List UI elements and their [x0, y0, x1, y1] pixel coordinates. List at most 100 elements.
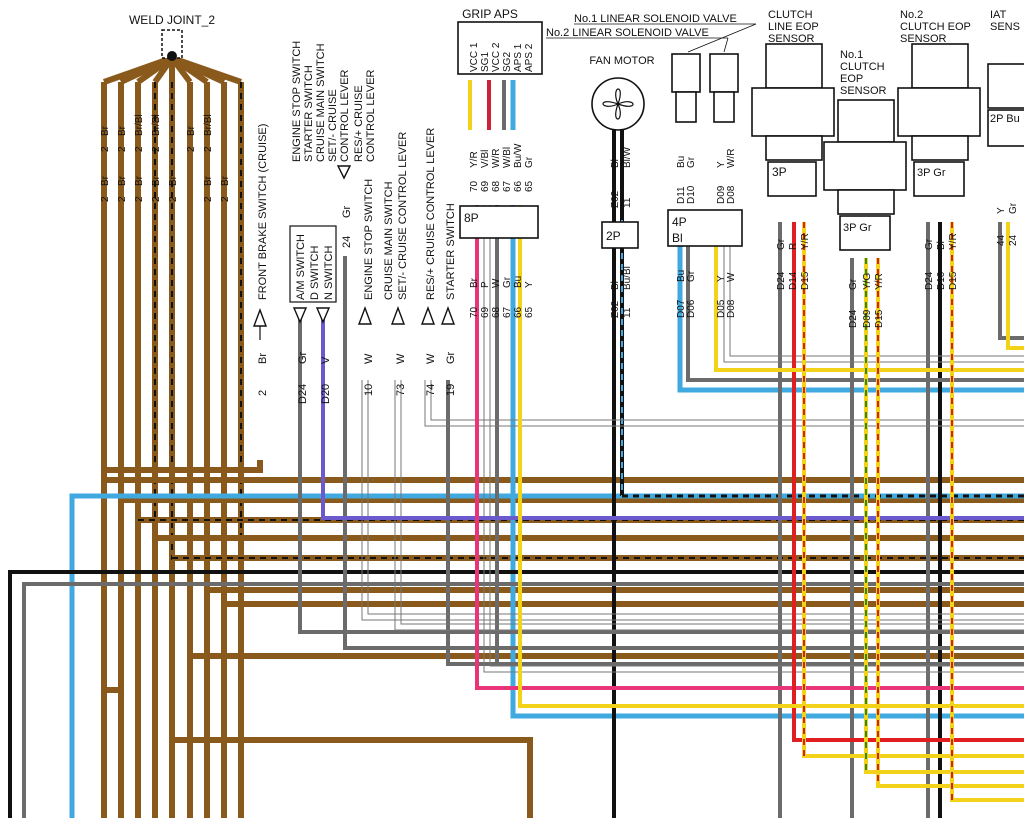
no1-num: D15: [874, 309, 885, 328]
no1-num: D24: [848, 309, 859, 328]
fan-lower-num: Z02: [610, 300, 621, 318]
grip-aps-lower-color: W: [491, 278, 502, 288]
engine-stop-label: ENGINE STOP SWITCH: [363, 179, 375, 300]
grip-aps-upper-num: 67: [502, 180, 513, 192]
am-switch-line-3: N SWITCH: [323, 246, 335, 300]
weld-lower-color: Br: [117, 175, 128, 186]
clutch-line-flange: [751, 87, 835, 137]
am-num-1: D24: [297, 384, 309, 404]
solenoid1-plug: [675, 91, 697, 123]
fan-upper-color: Bl/W: [622, 146, 633, 168]
iat-color: Y: [996, 207, 1007, 214]
iat-connector: 2P Bu: [990, 113, 1020, 125]
front-brake-switch: FRONT BRAKE SWITCH (CRUISE) Br 2: [252, 124, 269, 396]
fan-upper-num: Z02: [610, 190, 621, 208]
fan-motor-title: FAN MOTOR: [589, 55, 654, 67]
no1-title-4: SENSOR: [840, 85, 887, 97]
grip-aps-lower-num: 69: [480, 306, 491, 318]
no2-color: Y/R: [948, 233, 959, 250]
clutch-line-body: [765, 43, 823, 89]
solenoid-connector-bl: Bl: [672, 231, 683, 245]
clutch-line-3p-connector: [767, 161, 817, 197]
grip-aps-lower-num: 67: [502, 306, 513, 318]
weld-lower-color: Br: [100, 175, 111, 186]
clutch-line-title-3: SENSOR: [768, 33, 815, 45]
cruise-main-switch: CRUISE MAIN SWITCH SET/- CRUISE CONTROL …: [383, 132, 409, 396]
weld-upper-color: Br/Bl: [134, 114, 145, 136]
solenoid-4p-connector: [667, 209, 743, 247]
fan-upper-num: 11: [622, 197, 633, 208]
clutch-line-neck: [765, 135, 823, 161]
weld-upper-color: Br: [117, 125, 128, 136]
weld-lower-num: 2: [220, 196, 231, 202]
fan-connector-label: 2P: [606, 229, 621, 243]
grip-aps-lower-color: Bu: [513, 276, 524, 288]
no1-color: Y/R: [874, 273, 885, 290]
no2-num: D24: [924, 271, 935, 290]
grip-aps-upper-color: W/R: [491, 149, 502, 168]
weld-joint: WELD JOINT_2: [129, 13, 215, 61]
res-color: W: [425, 353, 437, 364]
clutch-line-connector: 3P: [772, 165, 787, 179]
red-wires: [475, 80, 1024, 742]
no1-flange: [823, 141, 907, 191]
weld-lower-color: Br: [134, 175, 145, 186]
iat-2p-connector: [987, 109, 1024, 147]
cruise-main-color: W: [395, 353, 407, 364]
res-cruise-lever: RES/+ CRUISE CONTROL LEVER W 74: [420, 128, 437, 396]
no2-3p-connector: [913, 161, 965, 197]
solenoid-lower-color: Y: [716, 275, 727, 282]
solenoid-lower-color: Gr: [686, 270, 697, 282]
weld-lower-color: Br: [220, 175, 231, 186]
grip-aps-upper-num: 70: [469, 180, 480, 192]
gr24-lead: Gr 24: [341, 205, 353, 248]
weld-lower-num: 2: [203, 196, 214, 202]
grip-aps-lower-num: 65: [524, 306, 535, 318]
grip-aps-upper-color: V/Bl: [480, 150, 491, 168]
solenoid-upper-num: D11: [676, 186, 687, 204]
engine-stop-num: 10: [363, 384, 375, 396]
solenoid-upper-color: Bu: [676, 156, 687, 168]
grip-aps-pin-label: VCC 2: [491, 42, 502, 72]
clutch-line-title-1: CLUTCH: [768, 9, 813, 21]
solenoid1-body: [671, 53, 701, 93]
fan-upper-color: Bl: [610, 159, 621, 168]
no2-num: D15: [948, 271, 959, 290]
fan-lower-color: Bl: [610, 281, 621, 290]
solenoid-lower-num: D08: [726, 299, 737, 318]
weld-lower-num: 2: [151, 196, 162, 202]
grip-aps-pin-label: SG2: [502, 52, 513, 72]
switch-label-top: CONTROL LEVER: [365, 69, 377, 162]
grip-aps-upper-color: Y/R: [469, 151, 480, 168]
gr24-num: 24: [341, 236, 353, 248]
no2-neck: [911, 135, 969, 161]
grip-aps-8p-connector: [459, 205, 539, 239]
starter-label: STARTER SWITCH: [445, 203, 457, 300]
solenoid-upper-color: Gr: [686, 156, 697, 168]
cruise-main-up-arrow-icon: [390, 306, 406, 325]
engine-stop-up-arrow-icon: [357, 306, 373, 325]
no2-color: Bl: [936, 241, 947, 250]
weld-upper-num: 2: [186, 146, 197, 152]
clutch-line-num: D15: [800, 271, 811, 290]
grip-aps-lower-color: Br: [469, 277, 480, 288]
fan-blade-icon: [602, 88, 634, 120]
solenoid-upper-num: D09: [716, 185, 727, 204]
grip-aps-lower-num: 68: [491, 306, 502, 318]
starter-switch: STARTER SWITCH Gr 19: [440, 203, 457, 396]
switch-label-top: STARTER SWITCH: [303, 65, 315, 162]
clutch-line-color: Y/R: [800, 233, 811, 250]
iat-title-2: SENS: [990, 21, 1020, 33]
fan-lower-color: Bu/Bl: [622, 266, 633, 290]
am-color-1: Gr: [297, 351, 309, 364]
